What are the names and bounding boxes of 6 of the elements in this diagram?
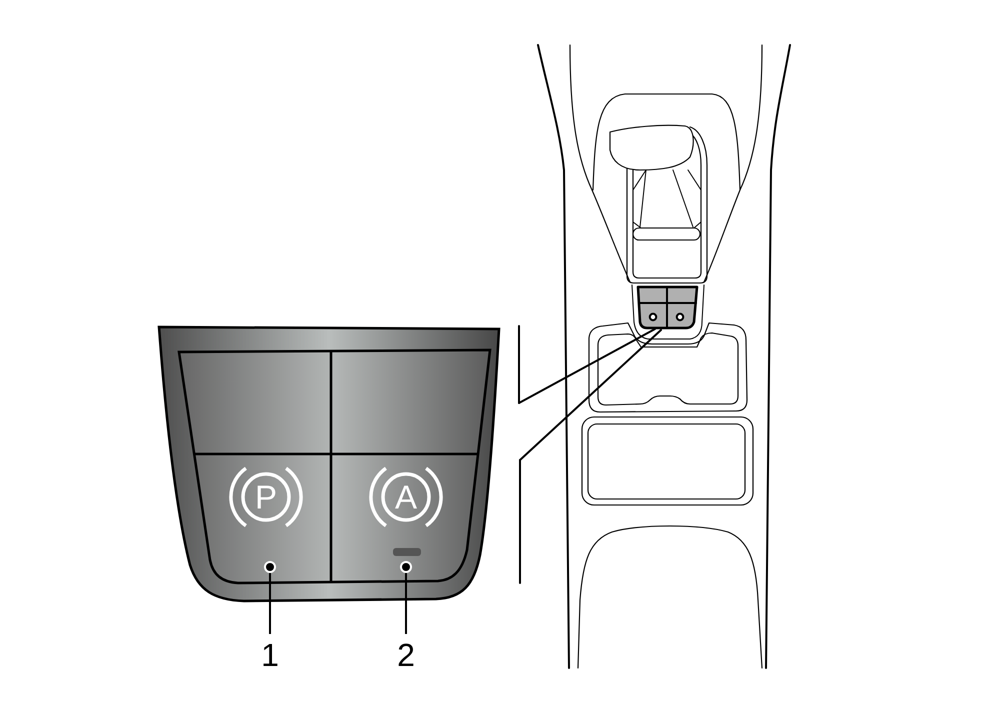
callout-number: 1 [261, 639, 279, 671]
symbol-letter: P [255, 480, 277, 514]
symbol-letter: A [395, 480, 417, 514]
leader-line [269, 573, 271, 634]
callout-number: 2 [397, 639, 415, 671]
leader-line [405, 573, 407, 634]
